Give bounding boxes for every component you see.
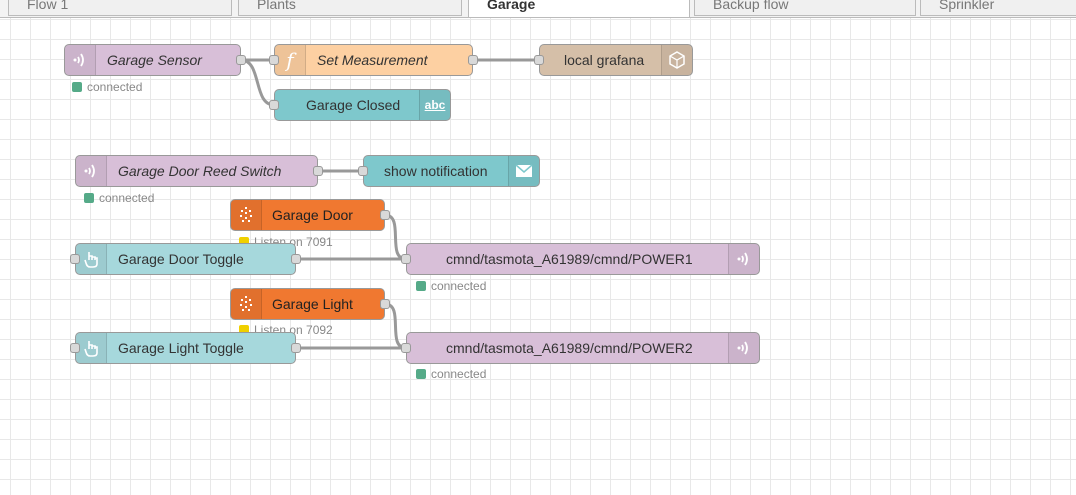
output-port[interactable] [313, 166, 323, 176]
node-garage-door-toggle[interactable]: Garage Door Toggle [75, 243, 296, 275]
node-label: Garage Door Toggle [118, 251, 244, 267]
wifi-signal-icon [728, 333, 759, 363]
output-port[interactable] [380, 299, 390, 309]
node-garage-light-toggle[interactable]: Garage Light Toggle [75, 332, 296, 364]
input-port[interactable] [401, 343, 411, 353]
input-port[interactable] [401, 254, 411, 264]
flow-tab-bar: Flow 1 Plants Garage Backup flow Sprinkl… [0, 0, 1076, 18]
output-port[interactable] [291, 254, 301, 264]
node-garage-closed[interactable]: Garage Closed abc [274, 89, 451, 121]
network-icon [231, 289, 262, 319]
wire-sensor-to-closed[interactable] [240, 58, 275, 107]
node-garage-door-reed-switch[interactable]: Garage Door Reed Switch [75, 155, 318, 187]
input-port[interactable] [70, 343, 80, 353]
network-icon [231, 200, 262, 230]
node-garage-door[interactable]: Garage Door [230, 199, 385, 231]
output-port[interactable] [236, 55, 246, 65]
node-garage-light[interactable]: Garage Light [230, 288, 385, 320]
node-label: show notification [384, 163, 488, 179]
output-port[interactable] [380, 210, 390, 220]
status-power1: connected [416, 279, 486, 293]
status-garage-sensor: connected [72, 80, 142, 94]
node-set-measurement[interactable]: f Set Measurement [274, 44, 473, 76]
node-label: Garage Light Toggle [118, 340, 244, 356]
input-port[interactable] [70, 254, 80, 264]
node-label: Set Measurement [317, 52, 428, 68]
grafana-icon [661, 45, 692, 75]
node-garage-sensor[interactable]: Garage Sensor [64, 44, 241, 76]
pointer-hand-icon [76, 333, 107, 363]
tab-flow-1[interactable]: Flow 1 [8, 0, 232, 16]
status-reed-switch: connected [84, 191, 154, 205]
wire-door-to-power1[interactable] [384, 213, 407, 261]
status-dot-icon [416, 369, 426, 379]
node-power2[interactable]: cmnd/tasmota_A61989/cmnd/POWER2 [406, 332, 760, 364]
status-dot-icon [239, 237, 249, 247]
input-port[interactable] [269, 100, 279, 110]
output-port[interactable] [468, 55, 478, 65]
node-label: Garage Sensor [107, 52, 202, 68]
envelope-icon [508, 156, 539, 186]
status-dot-icon [72, 82, 82, 92]
input-port[interactable] [358, 166, 368, 176]
node-label: cmnd/tasmota_A61989/cmnd/POWER2 [446, 340, 693, 356]
function-icon: f [275, 45, 306, 75]
wifi-signal-icon [65, 45, 96, 75]
input-port[interactable] [534, 55, 544, 65]
status-dot-icon [416, 281, 426, 291]
status-dot-icon [84, 193, 94, 203]
input-port[interactable] [269, 55, 279, 65]
tab-backup-flow[interactable]: Backup flow [694, 0, 916, 16]
pointer-hand-icon [76, 244, 107, 274]
node-label: Garage Door Reed Switch [118, 163, 282, 179]
node-label: cmnd/tasmota_A61989/cmnd/POWER1 [446, 251, 693, 267]
node-local-grafana[interactable]: local grafana [539, 44, 693, 76]
output-port[interactable] [291, 343, 301, 353]
wifi-signal-icon [76, 156, 107, 186]
tab-garage[interactable]: Garage [468, 0, 690, 17]
node-label: Garage Light [272, 296, 353, 312]
tab-plants[interactable]: Plants [238, 0, 462, 16]
node-label: Garage Door [272, 207, 353, 223]
node-power1[interactable]: cmnd/tasmota_A61989/cmnd/POWER1 [406, 243, 760, 275]
tab-sprinkler[interactable]: Sprinkler [920, 0, 1076, 16]
wifi-signal-icon [728, 244, 759, 274]
node-label: Garage Closed [306, 97, 401, 113]
status-dot-icon [239, 325, 249, 335]
wire-light-to-power2[interactable] [384, 302, 407, 350]
node-show-notification[interactable]: show notification [363, 155, 540, 187]
node-label: local grafana [564, 52, 645, 68]
status-power2: connected [416, 367, 486, 381]
abc-text-icon: abc [419, 90, 450, 120]
